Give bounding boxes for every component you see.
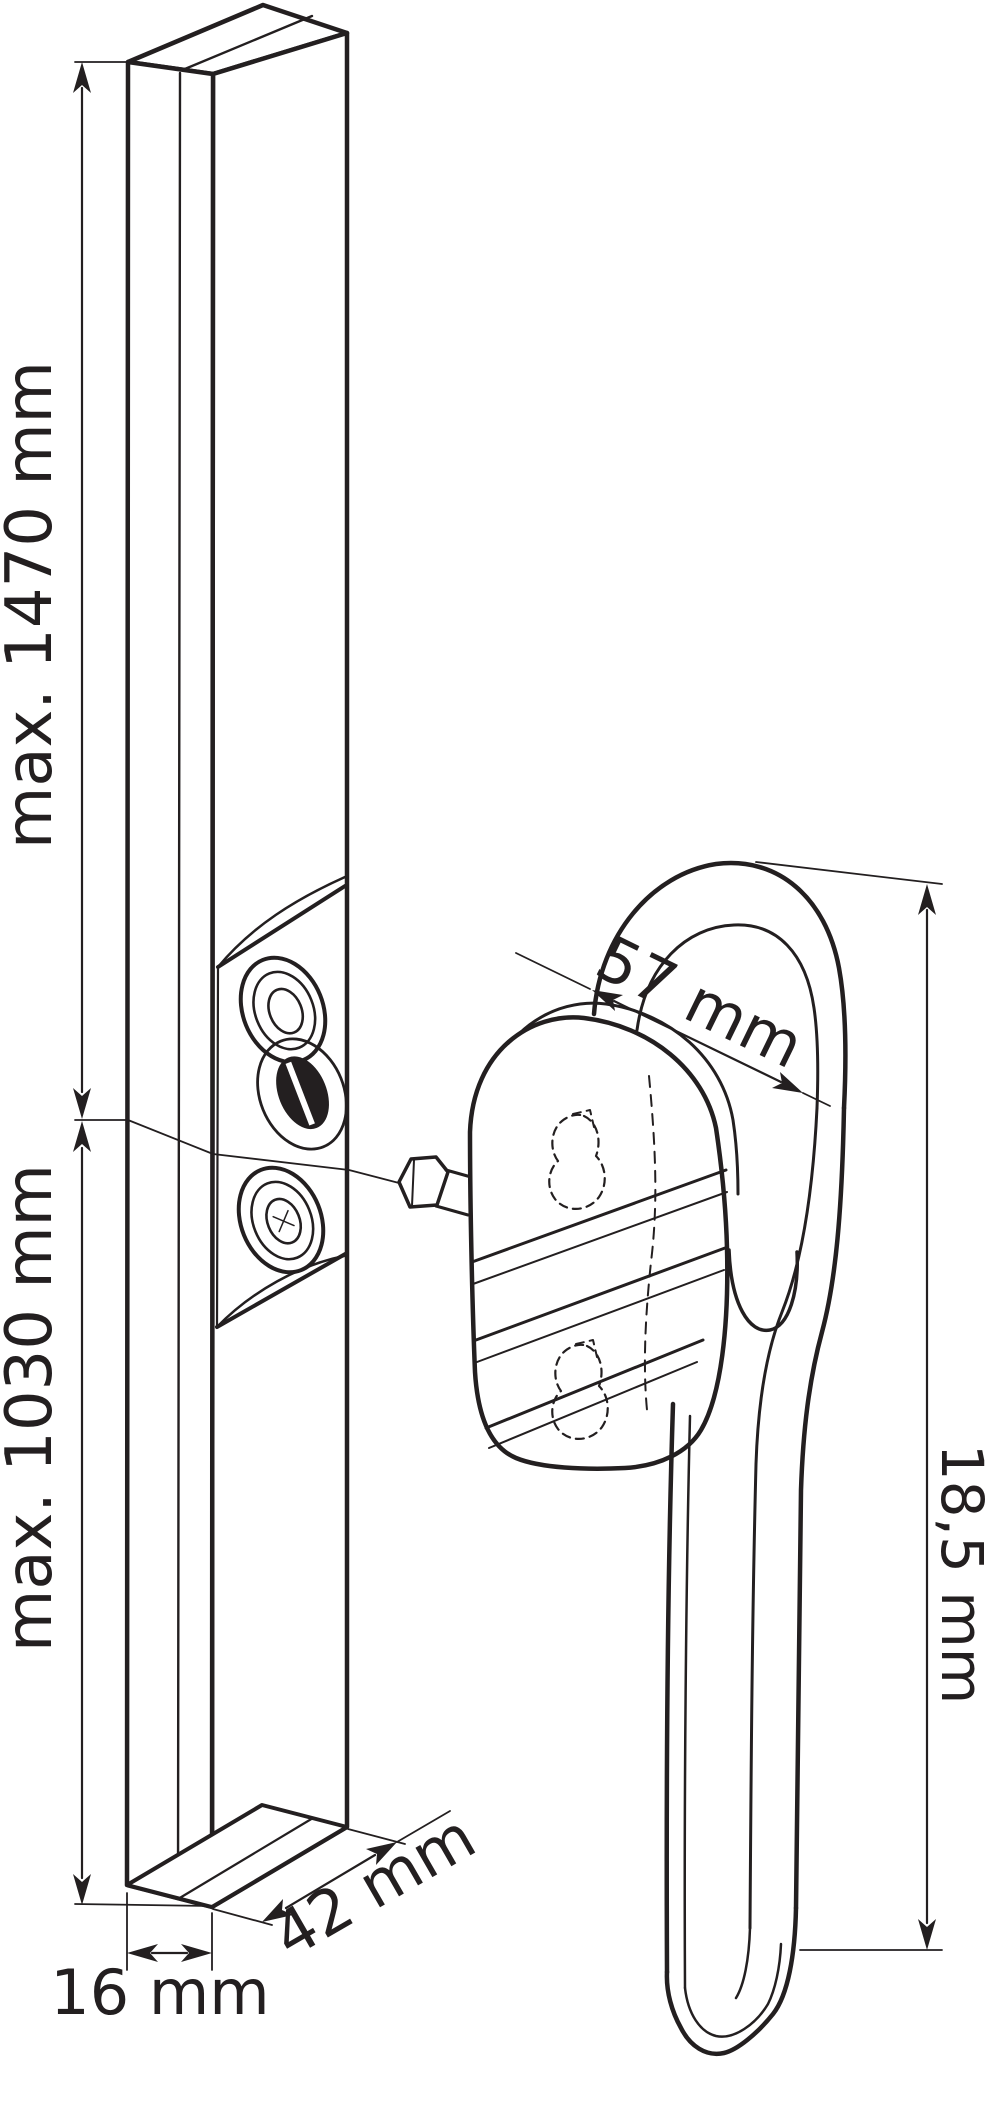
bar-front-face	[124, 59, 216, 1910]
arrowhead-icon	[127, 1944, 158, 1962]
window-handle	[397, 860, 848, 2057]
handle-grip	[664, 1105, 847, 2057]
dimension-bar-face-width: 16 mm	[50, 1892, 270, 2029]
dimension-upper-bar-length: max. 1470 mm	[0, 61, 131, 1121]
drive-bar	[124, 2, 350, 1910]
dimension-handle-depth: 18,5 mm	[755, 861, 996, 1951]
arrowhead-icon	[73, 1121, 91, 1152]
arrowhead-icon	[73, 1088, 91, 1119]
dim-label-lower-bar-length: max. 1030 mm	[0, 1164, 67, 1652]
handle-axis-leader	[127, 1119, 400, 1184]
bar-side-face	[209, 30, 350, 1910]
lock-housing	[215, 875, 349, 1329]
dim-label-handle-depth: 18,5 mm	[928, 1444, 996, 1705]
arrowhead-icon	[73, 1874, 91, 1905]
arrowhead-icon	[181, 1944, 212, 1962]
arrowhead-icon	[918, 1919, 936, 1950]
spindle	[397, 1155, 473, 1217]
dim-label-bar-face-width: 16 mm	[50, 1956, 269, 2029]
arrowhead-icon	[592, 990, 623, 1011]
arrowhead-icon	[73, 62, 91, 93]
handle-neck	[591, 860, 848, 1111]
keyhole-slot-lower	[551, 1339, 609, 1440]
screw-washer-lower	[236, 1165, 326, 1275]
handle-plate	[467, 1015, 730, 1471]
arrowhead-icon	[772, 1072, 803, 1093]
arrowhead-icon	[366, 1842, 397, 1865]
dimension-lower-bar-length: max. 1030 mm	[0, 1121, 211, 1907]
arrowhead-icon	[918, 884, 936, 915]
keyhole-slot-upper	[548, 1109, 606, 1210]
dim-label-upper-bar-length: max. 1470 mm	[0, 361, 67, 849]
arrowhead-icon	[262, 1899, 293, 1922]
spindle-hole	[256, 1037, 348, 1151]
